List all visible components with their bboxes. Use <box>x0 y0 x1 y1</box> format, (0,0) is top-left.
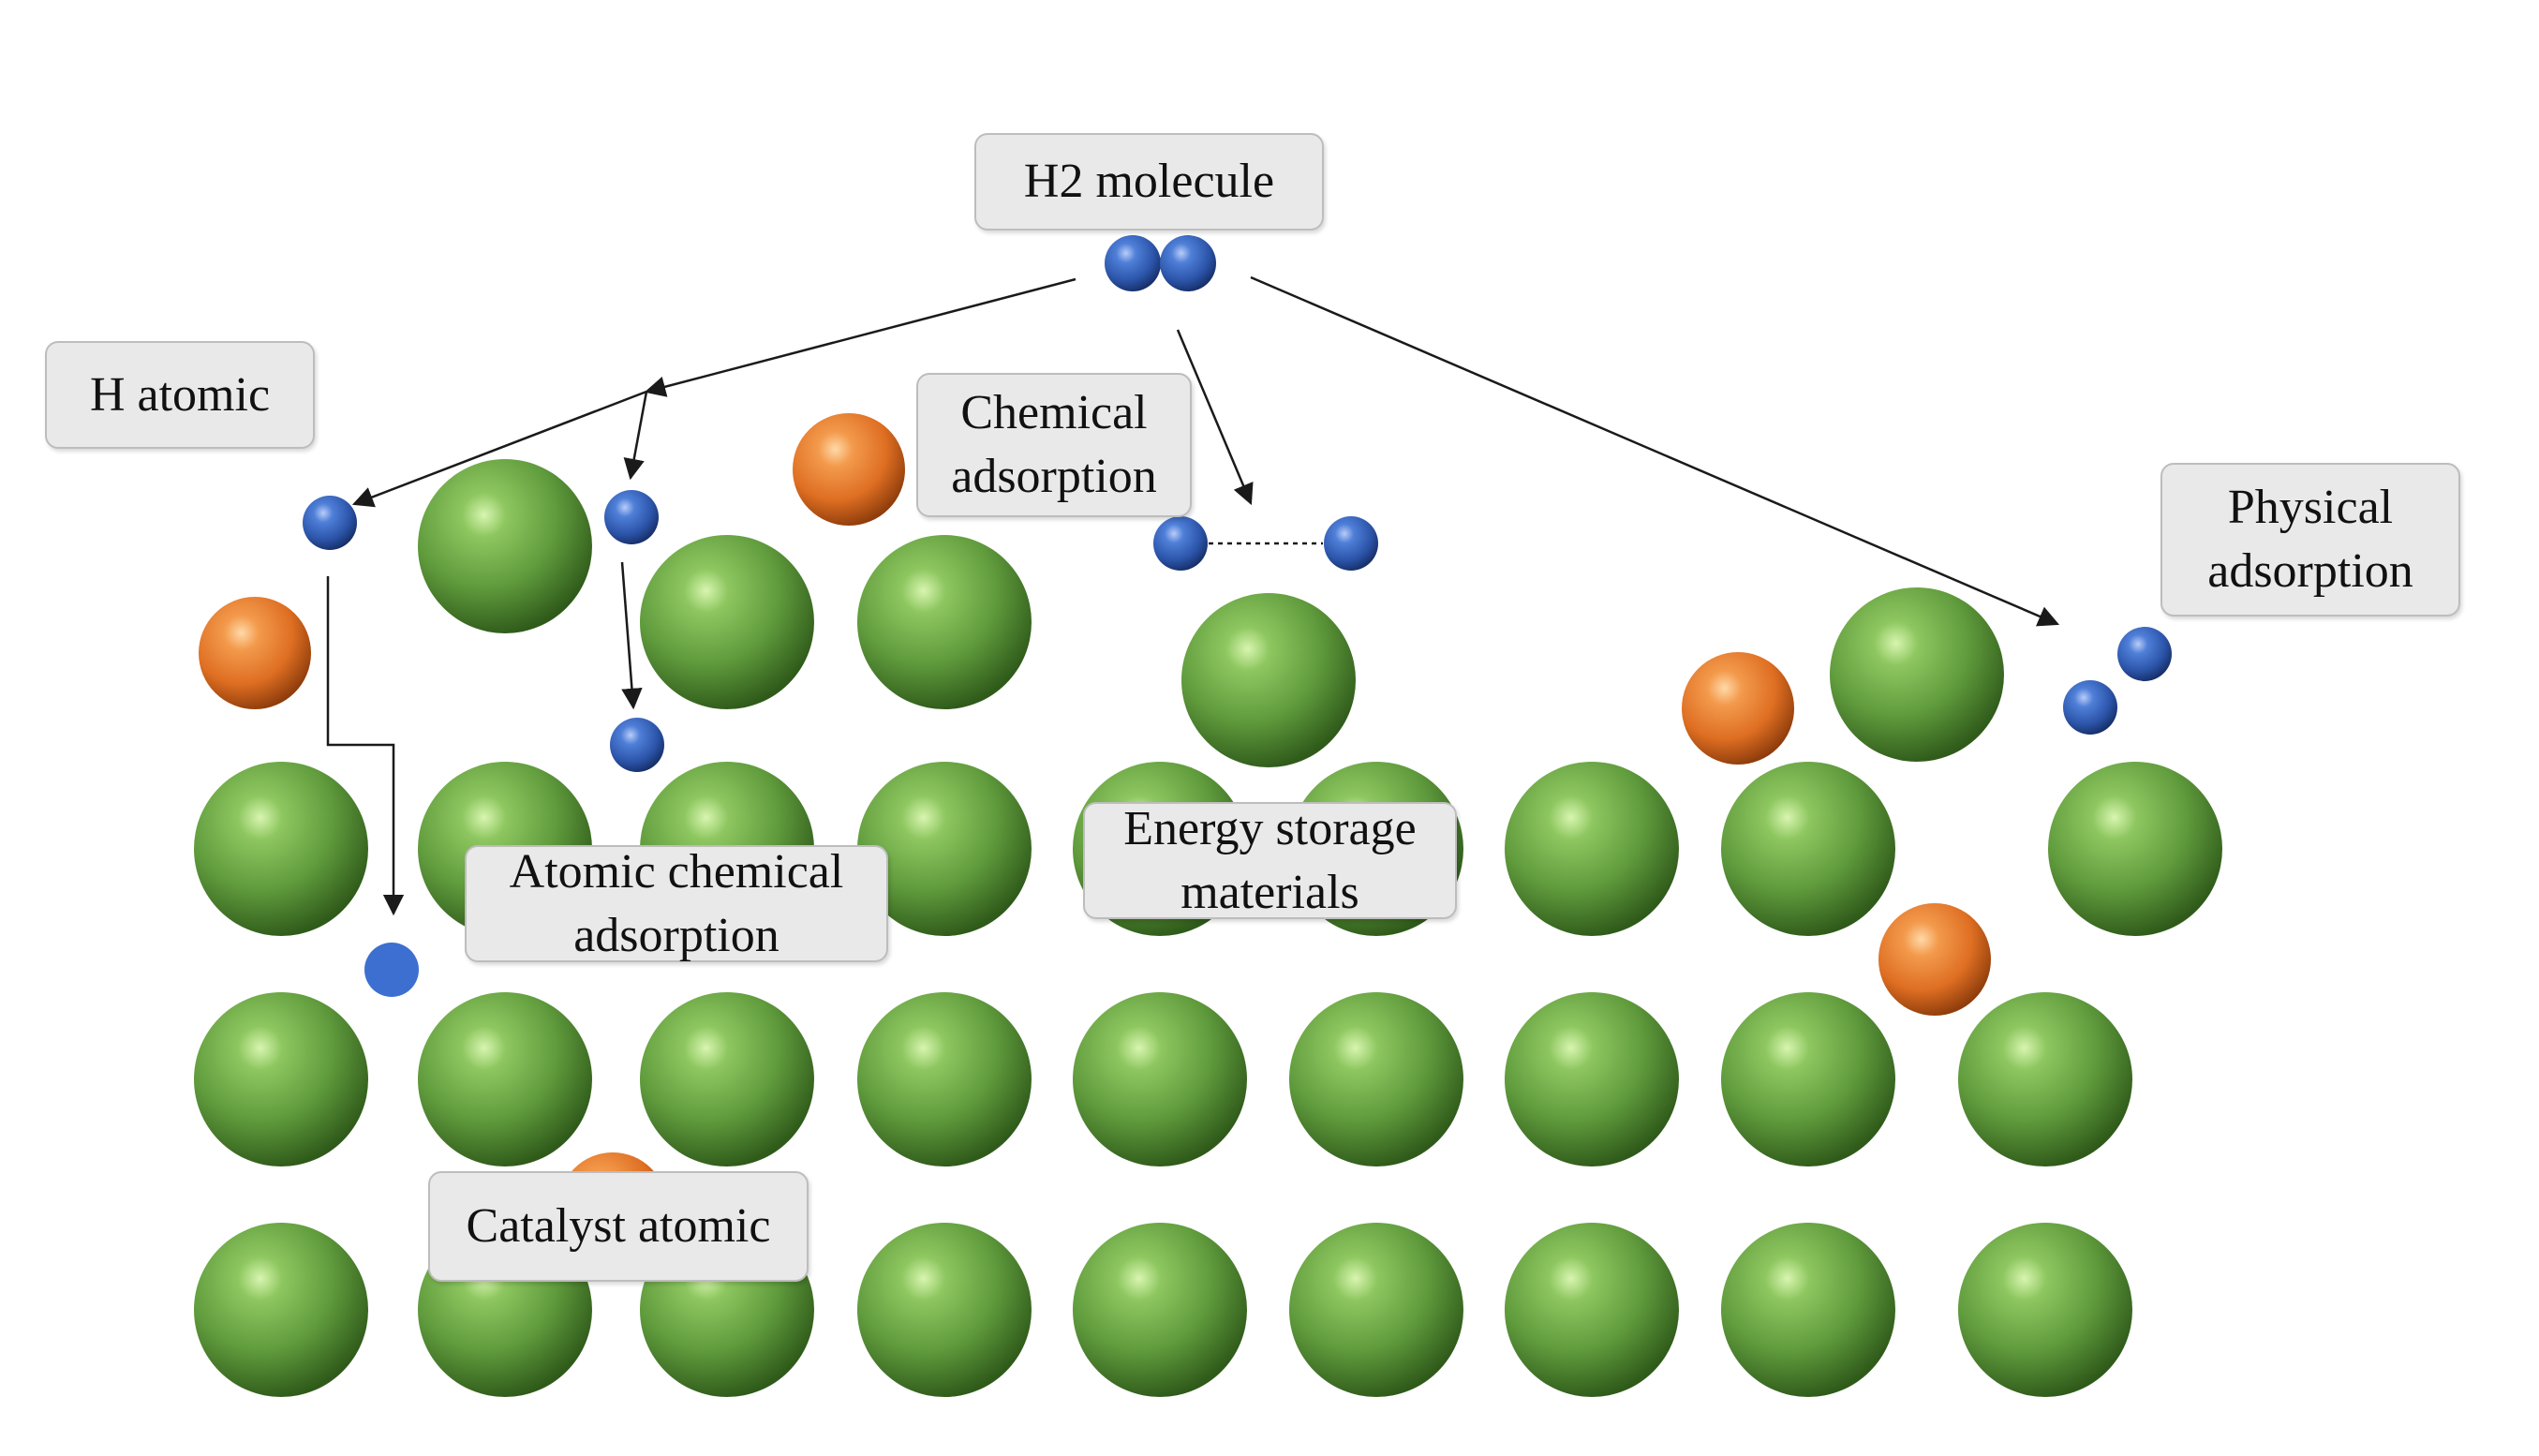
storage-atom <box>1721 1223 1895 1397</box>
storage-atom <box>2048 762 2222 936</box>
storage-atom <box>1073 992 1247 1166</box>
catalyst-atom <box>793 413 905 526</box>
storage-atom <box>1073 1223 1247 1397</box>
storage-atom <box>418 1223 592 1397</box>
arrows <box>326 275 2060 916</box>
catalyst-atom <box>1682 652 1794 765</box>
h2-molecule-atom-right <box>1160 235 1216 291</box>
arrow-split-to-h-left <box>351 390 647 508</box>
storage-atom <box>418 762 592 936</box>
hydrogen-atom <box>1153 516 1208 571</box>
storage-atom <box>640 535 814 709</box>
storage-atom <box>1721 992 1895 1166</box>
catalyst-atoms <box>199 413 1991 1261</box>
arrow-h2-to-chemical <box>1176 329 1254 506</box>
storage-atom <box>1958 1223 2132 1397</box>
hydrogen-atom <box>2063 680 2117 735</box>
storage-atom <box>1830 587 2004 762</box>
catalyst-atom <box>199 597 311 709</box>
hydrogen-atom-flat <box>364 943 419 997</box>
storage-atom <box>857 1223 1032 1397</box>
storage-atom <box>1289 992 1463 1166</box>
h2-molecule-atom-left <box>1105 235 1161 291</box>
arrow-h2-to-physical <box>1250 275 2060 627</box>
storage-atom <box>640 1223 814 1397</box>
hydrogen-atom <box>610 718 664 772</box>
storage-atom <box>194 1223 368 1397</box>
storage-atom <box>418 459 592 633</box>
storage-atom <box>1289 762 1463 936</box>
storage-atom <box>640 762 814 936</box>
storage-atom <box>418 992 592 1166</box>
storage-atom <box>857 762 1032 936</box>
hydrogen-atom <box>604 490 659 544</box>
arrow-h2-to-split <box>644 277 1076 397</box>
storage-atom <box>857 535 1032 709</box>
storage-atom <box>857 992 1032 1166</box>
hydrogen-atom <box>303 496 357 550</box>
storage-atom <box>1505 992 1679 1166</box>
arrow-split-to-h-middle <box>623 391 648 481</box>
catalyst-atom <box>558 1152 667 1261</box>
storage-atom <box>1505 1223 1679 1397</box>
storage-atom <box>194 762 368 936</box>
storage-atom <box>1289 1223 1463 1397</box>
storage-atom <box>1721 762 1895 936</box>
storage-atom <box>640 992 814 1166</box>
hydrogen-atom <box>2117 627 2172 681</box>
hydrogen-atoms <box>303 235 2172 997</box>
storage-atom <box>1073 762 1247 936</box>
arrow-h-down <box>620 561 643 710</box>
storage-atom <box>1505 762 1679 936</box>
storage-atom <box>1958 992 2132 1166</box>
hydrogen-atom <box>1324 516 1378 571</box>
arrow-elbow-to-atomic-adsorption <box>326 576 405 916</box>
storage-atom <box>1181 593 1356 767</box>
catalyst-atom <box>1878 903 1991 1016</box>
storage-atom <box>194 992 368 1166</box>
